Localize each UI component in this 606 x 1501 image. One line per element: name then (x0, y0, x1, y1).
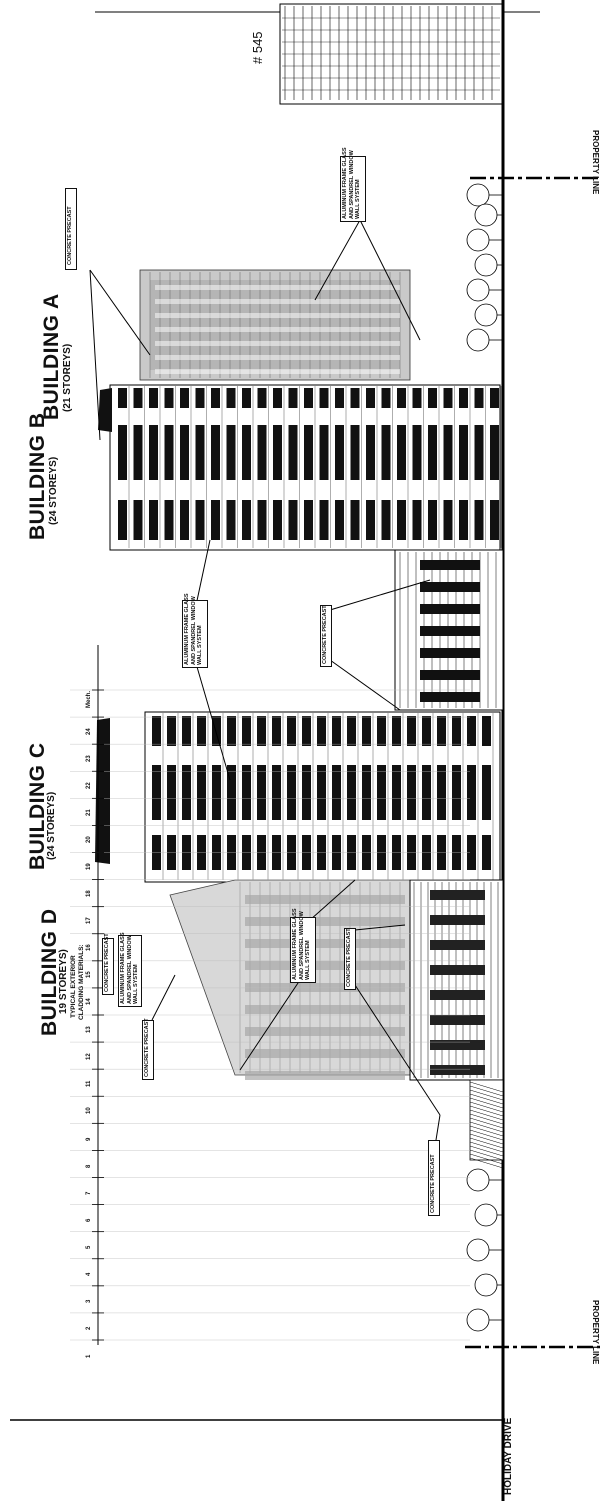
floor-label: 21 (86, 809, 92, 816)
callout-glass-bc: ALUMINUM FRAME GLASS AND SPANDREL WINDOW… (182, 594, 208, 668)
callout-glass-a-text: ALUMINUM FRAME GLASS AND SPANDREL WINDOW… (342, 147, 361, 220)
floor-label: 13 (86, 1025, 92, 1033)
building-c-storeys: (24 STOREYS) (46, 791, 57, 860)
ramp-hatch (469, 1079, 504, 1169)
floor-label: 20 (86, 836, 92, 843)
legend-glass-text: ALUMINUM FRAME GLASS AND SPANDREL WINDOW… (120, 932, 139, 1005)
floor-label: 18 (86, 890, 92, 898)
address-label: # 545 (250, 31, 265, 64)
floor-label: 23 (86, 755, 92, 762)
podium-townhouses (394, 549, 504, 711)
legend-title: TYPICAL EXTERIOR (70, 955, 77, 1018)
callout-precast-bottom-text: CONCRETE PRECAST (430, 1154, 436, 1213)
building-b-tower (98, 384, 502, 551)
floor-label: 3 (86, 1300, 92, 1304)
floor-label: 24 (86, 727, 92, 735)
callout-precast-mid-text: CONCRETE PRECAST (322, 605, 328, 664)
floor-label: 4 (86, 1272, 92, 1277)
callout-glass-d-text: ALUMINUM FRAME GLASS AND SPANDREL WINDOW… (292, 908, 311, 981)
floor-label: 5 (86, 1245, 92, 1250)
floor-label: 15 (86, 971, 92, 979)
floor-label: 19 (86, 863, 92, 871)
callout-precast-mid: CONCRETE PRECAST (320, 605, 332, 667)
building-b-storeys: (24 STOREYS) (48, 456, 59, 525)
floor-label: 22 (86, 782, 92, 789)
property-line-bottom-label: PROPERTY LINE (591, 1300, 600, 1365)
legend-precast-box: CONCRETE PRECAST (102, 933, 114, 995)
floor-label: 7 (86, 1191, 92, 1196)
floor-label: 6 (86, 1218, 92, 1223)
floor-label: 1 (86, 1354, 92, 1358)
floor-label: 12 (86, 1052, 92, 1060)
callout-glass-bc-text: ALUMINUM FRAME GLASS AND SPANDREL WINDOW… (184, 593, 203, 666)
floor-label: 2 (86, 1327, 92, 1331)
building-a-title: BUILDING A (40, 293, 63, 420)
floor-label: 9 (86, 1137, 92, 1141)
legend-precast-text: CONCRETE PRECAST (104, 933, 110, 992)
callout-precast-d-low-text: CONCRETE PRECAST (346, 928, 352, 987)
callout-precast-d-left: CONCRETE PRECAST (142, 1018, 154, 1080)
floor-label: 16 (86, 944, 92, 952)
floor-label: 14 (86, 998, 92, 1006)
callout-precast-top: CONCRETE PRECAST (65, 188, 77, 270)
callout-precast-top-text: CONCRETE PRECAST (67, 206, 73, 265)
legend-subtitle: CLADDING MATERIALS: (78, 944, 85, 1020)
floor-label: 11 (86, 1080, 92, 1087)
floor-label: 10 (86, 1107, 92, 1114)
building-b-title: BUILDING B (26, 412, 49, 541)
floor-label: 17 (86, 917, 92, 925)
callout-precast-bottom: CONCRETE PRECAST (428, 1140, 440, 1216)
street-label: HOLIDAY DRIVE (503, 1417, 514, 1495)
property-line-top-label: PROPERTY LINE (591, 130, 600, 195)
building-c-tower (95, 711, 501, 883)
building-a-storeys: (21 STOREYS) (62, 343, 73, 412)
callout-glass-d: ALUMINUM FRAME GLASS AND SPANDREL WINDOW… (290, 909, 316, 983)
building-a-massing (139, 269, 411, 381)
neighbour-building-545 (95, 3, 540, 105)
building-d-storeys: 19 STOREYS) (58, 949, 69, 1014)
callout-glass-a: ALUMINUM FRAME GLASS AND SPANDREL WINDOW… (340, 148, 366, 222)
podium-building-d (409, 879, 504, 1081)
floor-label: 8 (86, 1164, 92, 1168)
legend-glass-box: ALUMINUM FRAME GLASS AND SPANDREL WINDOW… (118, 932, 142, 1007)
callout-precast-d-left-text: CONCRETE PRECAST (144, 1018, 150, 1077)
floor-label: Mech. (86, 690, 92, 708)
callout-precast-d-low: CONCRETE PRECAST (344, 928, 356, 990)
